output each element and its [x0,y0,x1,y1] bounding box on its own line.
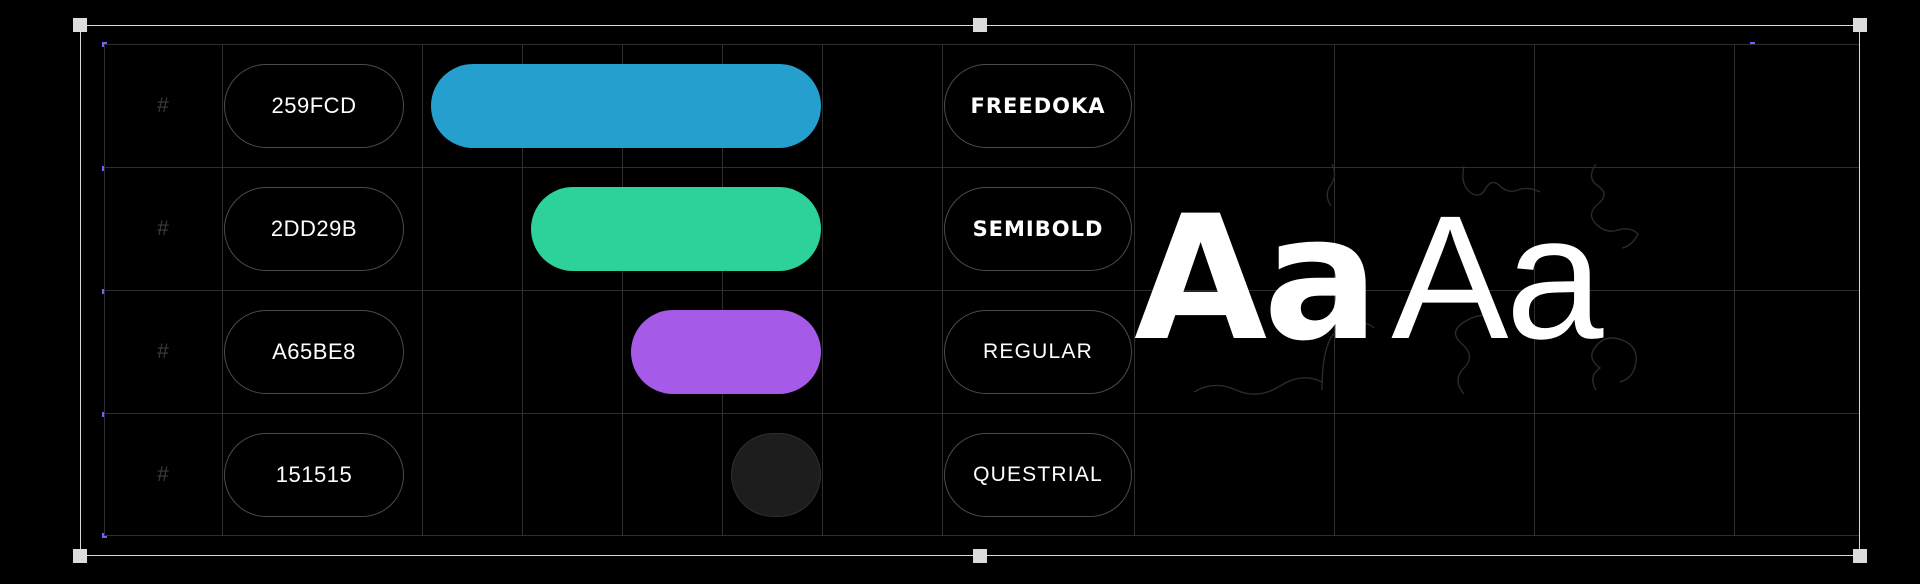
hash-symbol: # [157,339,169,363]
hash-symbol: # [157,216,169,240]
grid-line-horizontal [104,535,1860,536]
selection-handle-top-middle[interactable] [973,18,987,32]
color-swatch-bar[interactable] [531,187,821,271]
grid-line-vertical [1334,44,1335,536]
grid-line-horizontal [104,413,1860,414]
grid-line-vertical [104,44,105,536]
grid-line-vertical [422,44,423,536]
palette-row[interactable]: # 259FCD FREEDOKA [104,44,1860,167]
hash-symbol: # [157,93,169,117]
font-name-pill[interactable]: QUESTRIAL [944,433,1132,517]
palette-row[interactable]: # A65BE8 REGULAR [104,290,1860,413]
font-name-pill[interactable]: REGULAR [944,310,1132,394]
hex-code-pill[interactable]: 151515 [224,433,404,517]
grid-line-horizontal [104,167,1860,168]
grid-line-horizontal [104,290,1860,291]
grid-line-vertical [522,44,523,536]
color-swatch-bar[interactable] [431,64,821,148]
type-specimen-regular[interactable]: Aa [1391,180,1603,377]
selection-handle-top-left[interactable] [73,18,87,32]
hex-code-pill[interactable]: A65BE8 [224,310,404,394]
grid-line-vertical [1534,44,1535,536]
color-swatch-bar[interactable] [731,433,821,517]
grid-line-vertical [1734,44,1735,536]
grid-line-vertical [722,44,723,536]
grid-line-vertical [822,44,823,536]
selection-handle-bottom-middle[interactable] [973,549,987,563]
grid-line-vertical [942,44,943,536]
typography-specimens[interactable]: Aa Aa [1134,164,1854,394]
color-swatch-bar[interactable] [631,310,821,394]
grid-line-vertical [222,44,223,536]
hash-symbol: # [157,462,169,486]
palette-row[interactable]: # 151515 QUESTRIAL [104,413,1860,536]
selection-handle-top-right[interactable] [1853,18,1867,32]
selection-handle-bottom-left[interactable] [73,549,87,563]
type-specimen-bold[interactable]: Aa [1134,178,1379,380]
hex-code-pill[interactable]: 2DD29B [224,187,404,271]
grid-line-vertical [1134,44,1135,536]
design-frame[interactable]: # 259FCD FREEDOKA # 2DD29B SEMIBOLD # A6… [104,44,1860,536]
hex-code-pill[interactable]: 259FCD [224,64,404,148]
font-name-pill[interactable]: SEMIBOLD [944,187,1132,271]
grid-line-vertical [622,44,623,536]
font-name-pill[interactable]: FREEDOKA [944,64,1132,148]
grid-line-horizontal [104,44,1860,45]
selection-handle-bottom-right[interactable] [1853,549,1867,563]
palette-row[interactable]: # 2DD29B SEMIBOLD [104,167,1860,290]
